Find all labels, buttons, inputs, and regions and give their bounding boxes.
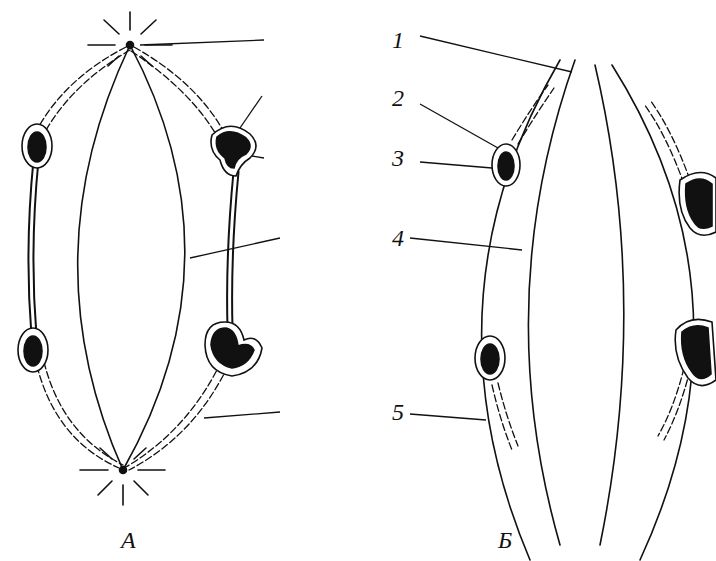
callout-number: 2 <box>392 86 404 110</box>
callout-number: 3 <box>392 146 404 170</box>
callout-number: 1 <box>392 28 404 52</box>
callout-number: 4 <box>392 226 404 250</box>
panel-letter: А <box>121 528 136 552</box>
centrosome <box>80 12 172 505</box>
chromosome <box>475 144 716 386</box>
callout-number: 5 <box>392 400 404 424</box>
leader-line <box>140 36 572 420</box>
panel-letter: Б <box>498 528 512 552</box>
